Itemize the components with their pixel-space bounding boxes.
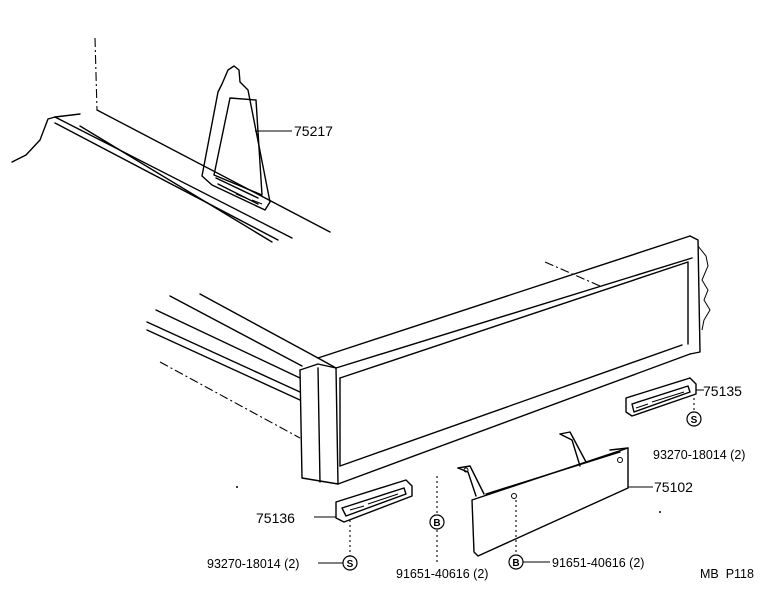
ref-screw-right: 93270-18014 (2)	[653, 448, 745, 462]
bolt-symbol-right-letter: B	[512, 558, 519, 569]
ref-screw-left: 93270-18014 (2)	[207, 557, 299, 571]
dot-mark	[236, 486, 238, 488]
part-75136-bezel	[335, 479, 413, 523]
part-75102-cover	[457, 431, 629, 557]
truck-bed	[146, 235, 711, 485]
part-label-75135: 75135	[703, 383, 742, 399]
ref-bolt-right: 91651-40616 (2)	[552, 556, 644, 570]
bolt-symbol-left	[429, 514, 445, 530]
screw-symbol-right-letter: S	[691, 415, 698, 426]
ref-bolt-left: 91651-40616 (2)	[396, 567, 488, 581]
cab-outline	[11, 37, 331, 243]
part-label-75217: 75217	[294, 123, 333, 139]
screw-symbol-right	[686, 411, 702, 427]
page-reference: MB P118	[700, 567, 754, 581]
dot-mark	[659, 511, 661, 513]
part-75135-bezel	[625, 377, 697, 417]
screw-symbol-left-letter: S	[347, 559, 354, 570]
part-75217-hanger	[201, 65, 271, 211]
part-label-75102: 75102	[654, 479, 693, 495]
bolt-symbol-left-letter: B	[433, 518, 440, 529]
part-label-75136: 75136	[256, 510, 295, 526]
